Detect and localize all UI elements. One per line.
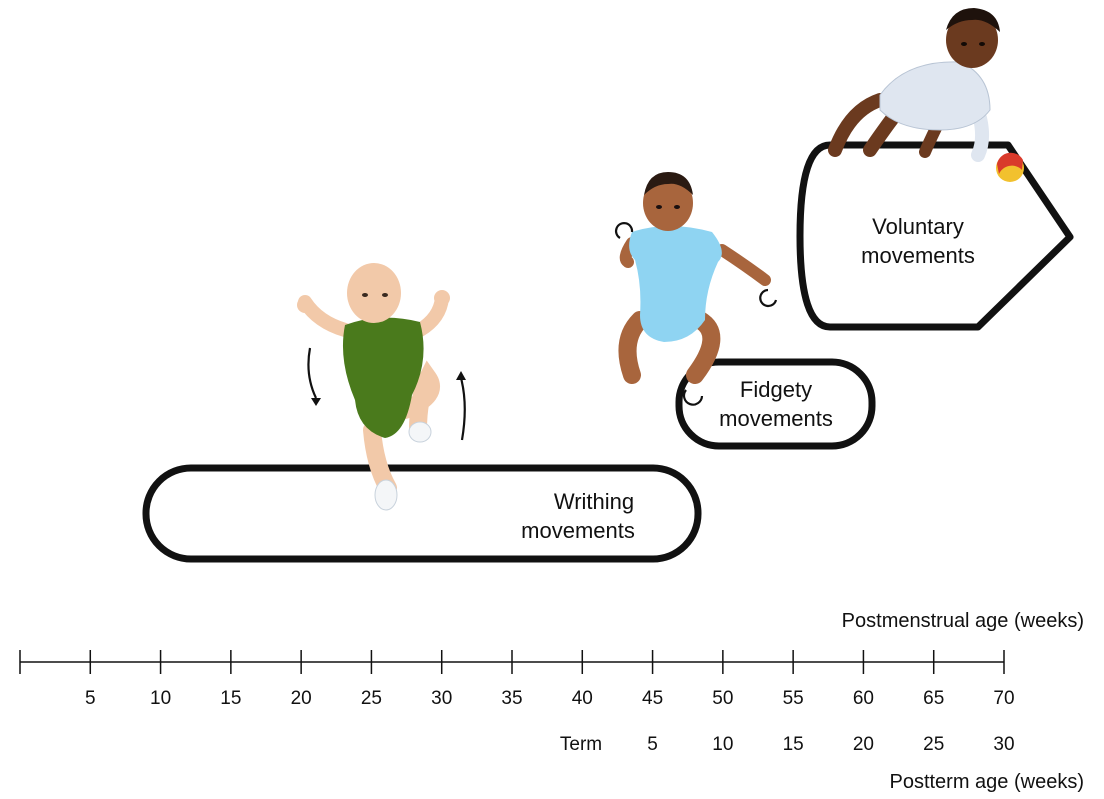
postmenstrual-tick-label: 10	[150, 688, 171, 709]
fidgety-movements-pill	[675, 358, 876, 450]
fidgety-baby-right-leg	[686, 311, 721, 384]
postmenstrual-axis-title: Postmenstrual age (weeks)	[842, 610, 1084, 632]
writhing-baby-bodysuit	[342, 317, 424, 438]
fidgety-baby-right-arm	[716, 244, 771, 286]
voluntary-label-line2: movements	[861, 243, 975, 268]
writhing-baby-right-sock	[408, 421, 432, 443]
postmenstrual-tick-label: 25	[361, 688, 382, 709]
writhing-baby-left-sock	[374, 479, 398, 511]
postmenstrual-tick-label: 55	[783, 688, 804, 709]
writhing-baby-right-leg	[396, 360, 440, 439]
voluntary-baby-illustration	[828, 8, 1024, 182]
writhing-movements-stage: Writhing movements	[142, 263, 702, 563]
fidgety-baby-bodysuit	[629, 226, 722, 342]
writhing-baby-head	[347, 263, 401, 323]
postmenstrual-tick-label: 20	[291, 688, 312, 709]
postterm-tick-label: 30	[993, 734, 1014, 755]
postmenstrual-tick-label: 70	[993, 688, 1014, 709]
fidgety-baby-illustration	[614, 172, 778, 406]
voluntary-movements-stage: Voluntary movements	[796, 8, 1074, 331]
postterm-axis-title: Postterm age (weeks)	[889, 771, 1084, 793]
writhing-movements-pill	[142, 464, 702, 563]
voluntary-label-line1: Voluntary	[872, 214, 964, 239]
postmenstrual-tick-label: 65	[923, 688, 944, 709]
postmenstrual-tick-label: 15	[220, 688, 241, 709]
writhing-label-line2: movements	[521, 518, 635, 543]
fidgety-label-line2: movements	[719, 406, 833, 431]
postterm-tick-label: 25	[923, 734, 944, 755]
fidgety-rotation-arrow-hand-left-icon	[614, 222, 634, 239]
postmenstrual-tick-label: 45	[642, 688, 663, 709]
fidgety-rotation-arrow-foot-icon	[682, 389, 704, 406]
writhing-up-arrowhead-icon	[456, 371, 466, 380]
fidgety-label-line1: Fidgety	[740, 377, 812, 402]
fidgety-baby-left-leg	[618, 311, 649, 384]
postterm-tick-label: 15	[783, 734, 804, 755]
writhing-baby-right-hand	[434, 290, 450, 306]
age-axis: Postmenstrual age (weeks) 5 10 15 20 25 30 35 4…	[19, 610, 1084, 793]
postterm-tick-label: 20	[853, 734, 874, 755]
postmenstrual-tick-label: 50	[712, 688, 733, 709]
postterm-ticks: 5 10 15 20 25 30	[647, 734, 1014, 755]
voluntary-baby-bodysuit	[879, 61, 991, 131]
fidgety-rotation-arrow-hand-right-icon	[759, 288, 778, 308]
postterm-tick-label: 10	[712, 734, 733, 755]
postmenstrual-tick-label: 60	[853, 688, 874, 709]
writhing-down-arrowhead-icon	[311, 398, 321, 406]
voluntary-movements-shape	[796, 141, 1074, 331]
writhing-baby-left-leg	[363, 421, 397, 497]
writhing-up-arrow-icon	[459, 377, 466, 441]
writhing-label-line1: Writhing	[554, 489, 634, 514]
postmenstrual-ticks: 5 10 15 20 25 30 35 40 45 50 55 60 65 70	[19, 650, 1015, 709]
voluntary-baby-head	[946, 12, 998, 68]
postmenstrual-tick-label: 40	[572, 688, 593, 709]
postmenstrual-tick-label: 35	[501, 688, 522, 709]
fidgety-movements-stage: Fidgety movements	[614, 172, 876, 450]
writhing-baby-left-hand	[297, 297, 313, 313]
voluntary-baby-leg	[828, 93, 887, 157]
fidgety-baby-head	[643, 175, 693, 231]
postterm-tick-label: 5	[647, 734, 658, 755]
term-label: Term	[560, 734, 602, 755]
writhing-down-arrow-icon	[307, 347, 317, 399]
postmenstrual-tick-label: 30	[431, 688, 452, 709]
postmenstrual-tick-label: 5	[85, 688, 96, 709]
writhing-baby-illustration	[297, 263, 466, 511]
